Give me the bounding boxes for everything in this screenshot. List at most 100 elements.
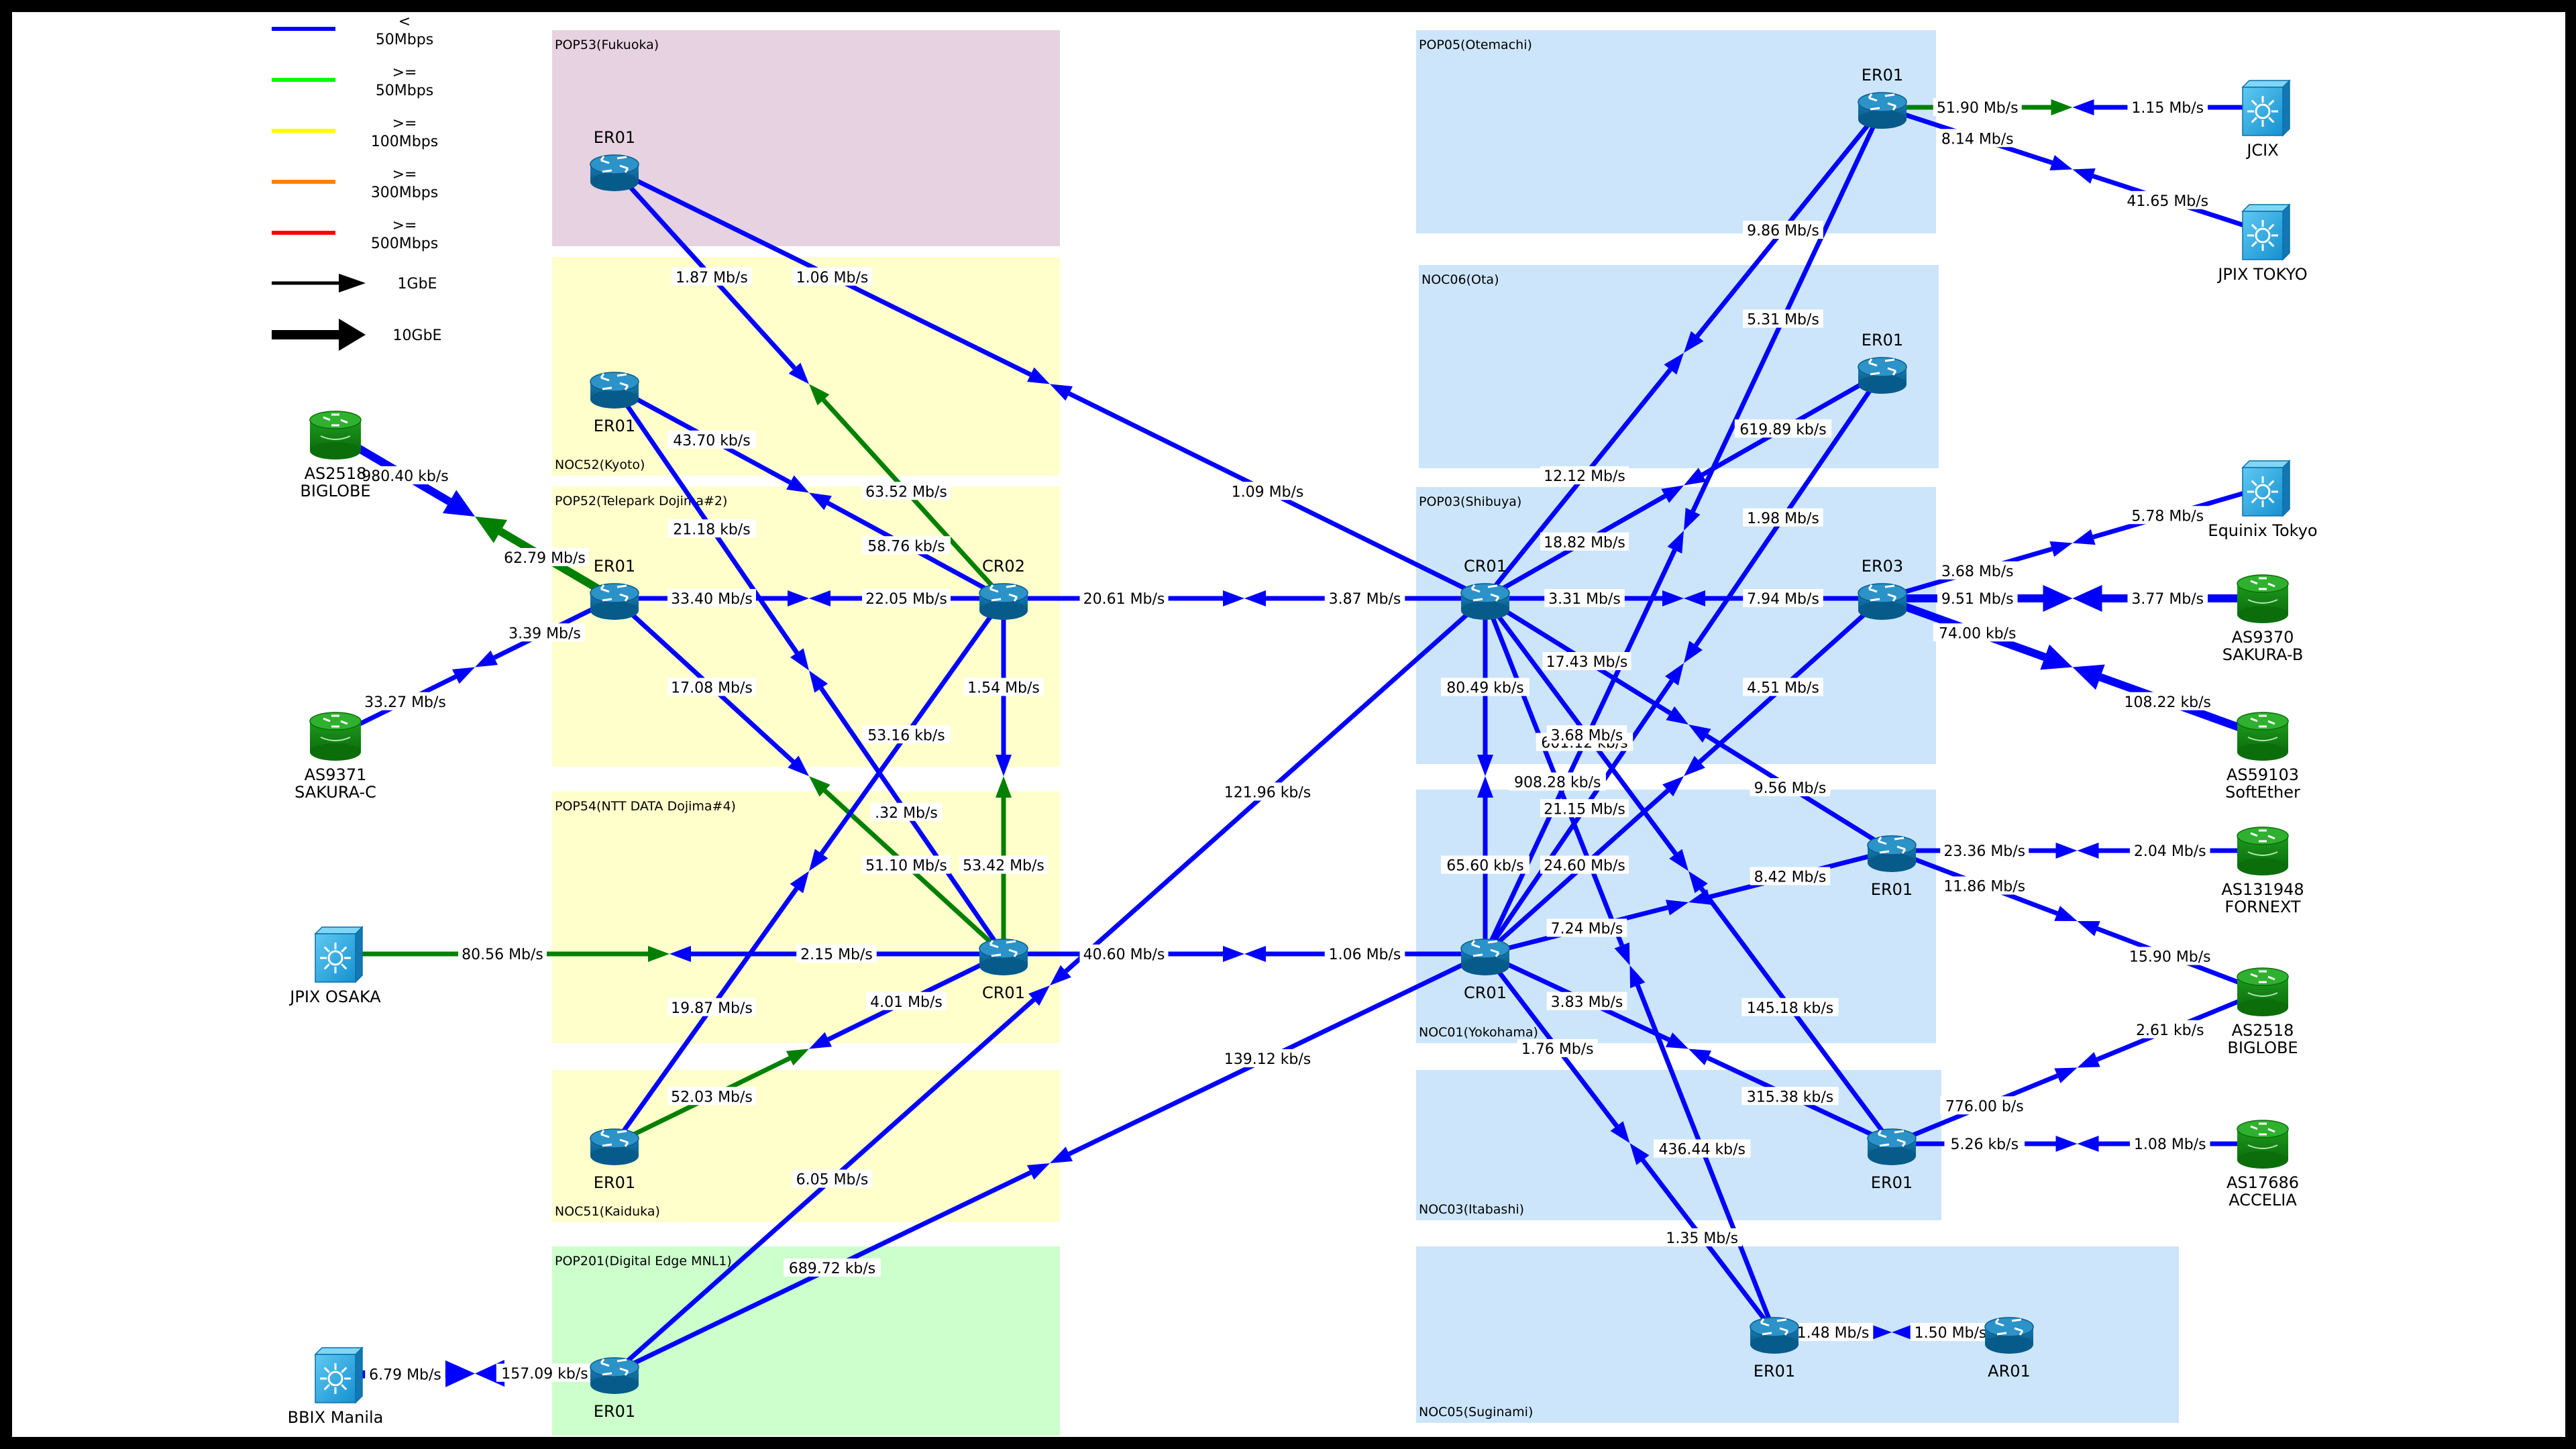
bandwidth-label-text: 980.40 kb/s [362,468,449,485]
node-dj2_cr02[interactable]: CR02 [979,557,1028,620]
link-out-label: 5.26 kb/s [1944,1134,2025,1153]
node-shi_cr01[interactable]: CR01 [1460,557,1510,620]
link-out-arrow [1483,597,1630,965]
link-out-label: 74.00 kb/s [1933,623,2022,642]
link-in-label: 19.87 Mb/s [667,998,756,1017]
legend-item: >=500Mbps [272,217,438,252]
bandwidth-label-text: 51.10 Mb/s [865,858,947,875]
node-ita_er01[interactable]: ER01 [1867,1128,1917,1192]
node-yok_er01[interactable]: ER01 [1867,835,1917,899]
link-in-label: 63.52 Mb/s [862,482,951,500]
node-dj4_cr01[interactable]: CR01 [979,938,1028,1002]
node-jpix_osaka[interactable]: JPIX OSAKA [288,926,381,1006]
node-kyo_er01[interactable]: ER01 [590,372,639,435]
bandwidth-label-text: 139.12 kb/s [1224,1051,1311,1068]
link-out-label: 9.51 Mb/s [1937,589,2018,608]
router-icon [1984,1317,2034,1354]
link-in-arrow [1483,663,1684,955]
link-ote_er01-yok_cr01[interactable] [1483,106,1885,955]
link-in-label: 62.79 Mb/s [500,548,589,567]
legend-arrow-icon [339,274,366,292]
bandwidth-label-bg [2125,947,2214,965]
bandwidth-label-text: 24.60 Mb/s [1544,858,1625,875]
link-out-label: 1.06 Mb/s [792,267,873,286]
bandwidth-label-text: 1.54 Mb/s [967,680,1040,697]
link-out-label: 52.03 Mb/s [667,1087,756,1106]
node-jcix[interactable]: JCIX [2241,79,2291,160]
node-ota_er01[interactable]: ER01 [1858,331,1907,394]
link-in-label: 2.04 Mb/s [2129,841,2210,860]
bandwidth-label-bg [2123,191,2212,209]
link-in-label: .32 Mb/s [870,802,943,822]
bandwidth-label-text: 1.98 Mb/s [1747,511,1819,527]
bandwidth-label-text: 22.05 Mb/s [865,591,947,608]
node-label: ACCELIA [2229,1191,2297,1210]
node-label: ER01 [594,128,635,147]
link-shi_cr01-sug_er01[interactable] [1483,597,1777,1334]
link-dj2_cr02-dj4_cr01[interactable] [996,598,1012,954]
node-jpix_tokyo[interactable]: JPIX TOKYO [2216,203,2308,284]
link-shi_cr01-yok_cr01[interactable] [1477,598,1493,954]
switch-icon [2241,79,2291,137]
link-in-arrow [1629,965,1777,1334]
node-sug_er01[interactable]: ER01 [1750,1317,1799,1381]
link-out-label: 8.14 Mb/s [1937,129,2018,148]
node-label: ER01 [594,557,635,576]
link-in-label: 18.82 Mb/s [1540,532,1629,551]
legend-label: >= [392,166,417,183]
bandwidth-label-bg [667,430,756,449]
switch-icon [2241,460,2291,517]
bandwidth-label-bg [1743,589,1823,607]
bandwidth-label-bg [1940,876,2029,895]
node-ote_er01[interactable]: ER01 [1858,66,1907,129]
node-label: ER01 [594,1173,635,1192]
legend-label: >= [392,64,417,81]
router-icon [590,583,639,620]
cloud-router-icon [2237,574,2289,623]
node-sug_ar01[interactable]: AR01 [1984,1317,2034,1381]
legend-speed-item: 10GbE [272,319,441,351]
cloud-router-icon [309,411,362,460]
bandwidth-label-bg [1219,1049,1316,1067]
bandwidth-label-text: 43.70 kb/s [673,433,751,449]
bandwidth-label-bg [1540,855,1629,874]
node-bbix[interactable]: BBIX Manila [288,1346,384,1427]
node-dj2_er01[interactable]: ER01 [590,557,639,620]
node-label: AS17686 [2226,1173,2299,1192]
link-out-label: 1.87 Mb/s [672,267,752,286]
bandwidth-label-bg [862,536,951,555]
bandwidth-label-bg [1944,1134,2025,1152]
node-kai_er01[interactable]: ER01 [590,1128,639,1192]
node-mnl_er01[interactable]: ER01 [590,1357,639,1421]
link-out-label: 5.31 Mb/s [1743,309,1823,329]
bandwidth-label-text: 80.49 kb/s [1446,680,1524,697]
bandwidth-label-bg [862,725,951,744]
bandwidth-label-text: 145.18 kb/s [1747,1000,1834,1017]
node-equinix[interactable]: Equinix Tokyo [2208,460,2318,540]
zone-label: POP05(Otemachi) [1419,38,1532,52]
node-fuk_er01[interactable]: ER01 [590,128,639,191]
link-in-label: 51.10 Mb/s [862,855,951,875]
node-label: Equinix Tokyo [2208,521,2317,540]
link-in-label: 24.60 Mb/s [1540,855,1629,875]
bandwidth-label-bg [796,945,877,963]
bandwidth-label-text: 20.61 Mb/s [1083,591,1165,608]
node-yok_cr01[interactable]: CR01 [1460,938,1510,1002]
link-in-arrow [809,670,1006,955]
node-label: ER01 [1862,66,1903,85]
bandwidth-label-bg [1546,918,1627,937]
bandwidth-label-bg [1324,589,1405,607]
link-out-label: 51.90 Mb/s [1933,98,2022,117]
bandwidth-label-text: 1.08 Mb/s [2134,1136,2206,1153]
link-out-label: 4.51 Mb/s [1743,678,1823,697]
link-out-label: 7.24 Mb/s [1546,918,1627,938]
node-shi_er03[interactable]: ER03 [1858,557,1907,620]
cloud-router-icon [309,712,362,761]
